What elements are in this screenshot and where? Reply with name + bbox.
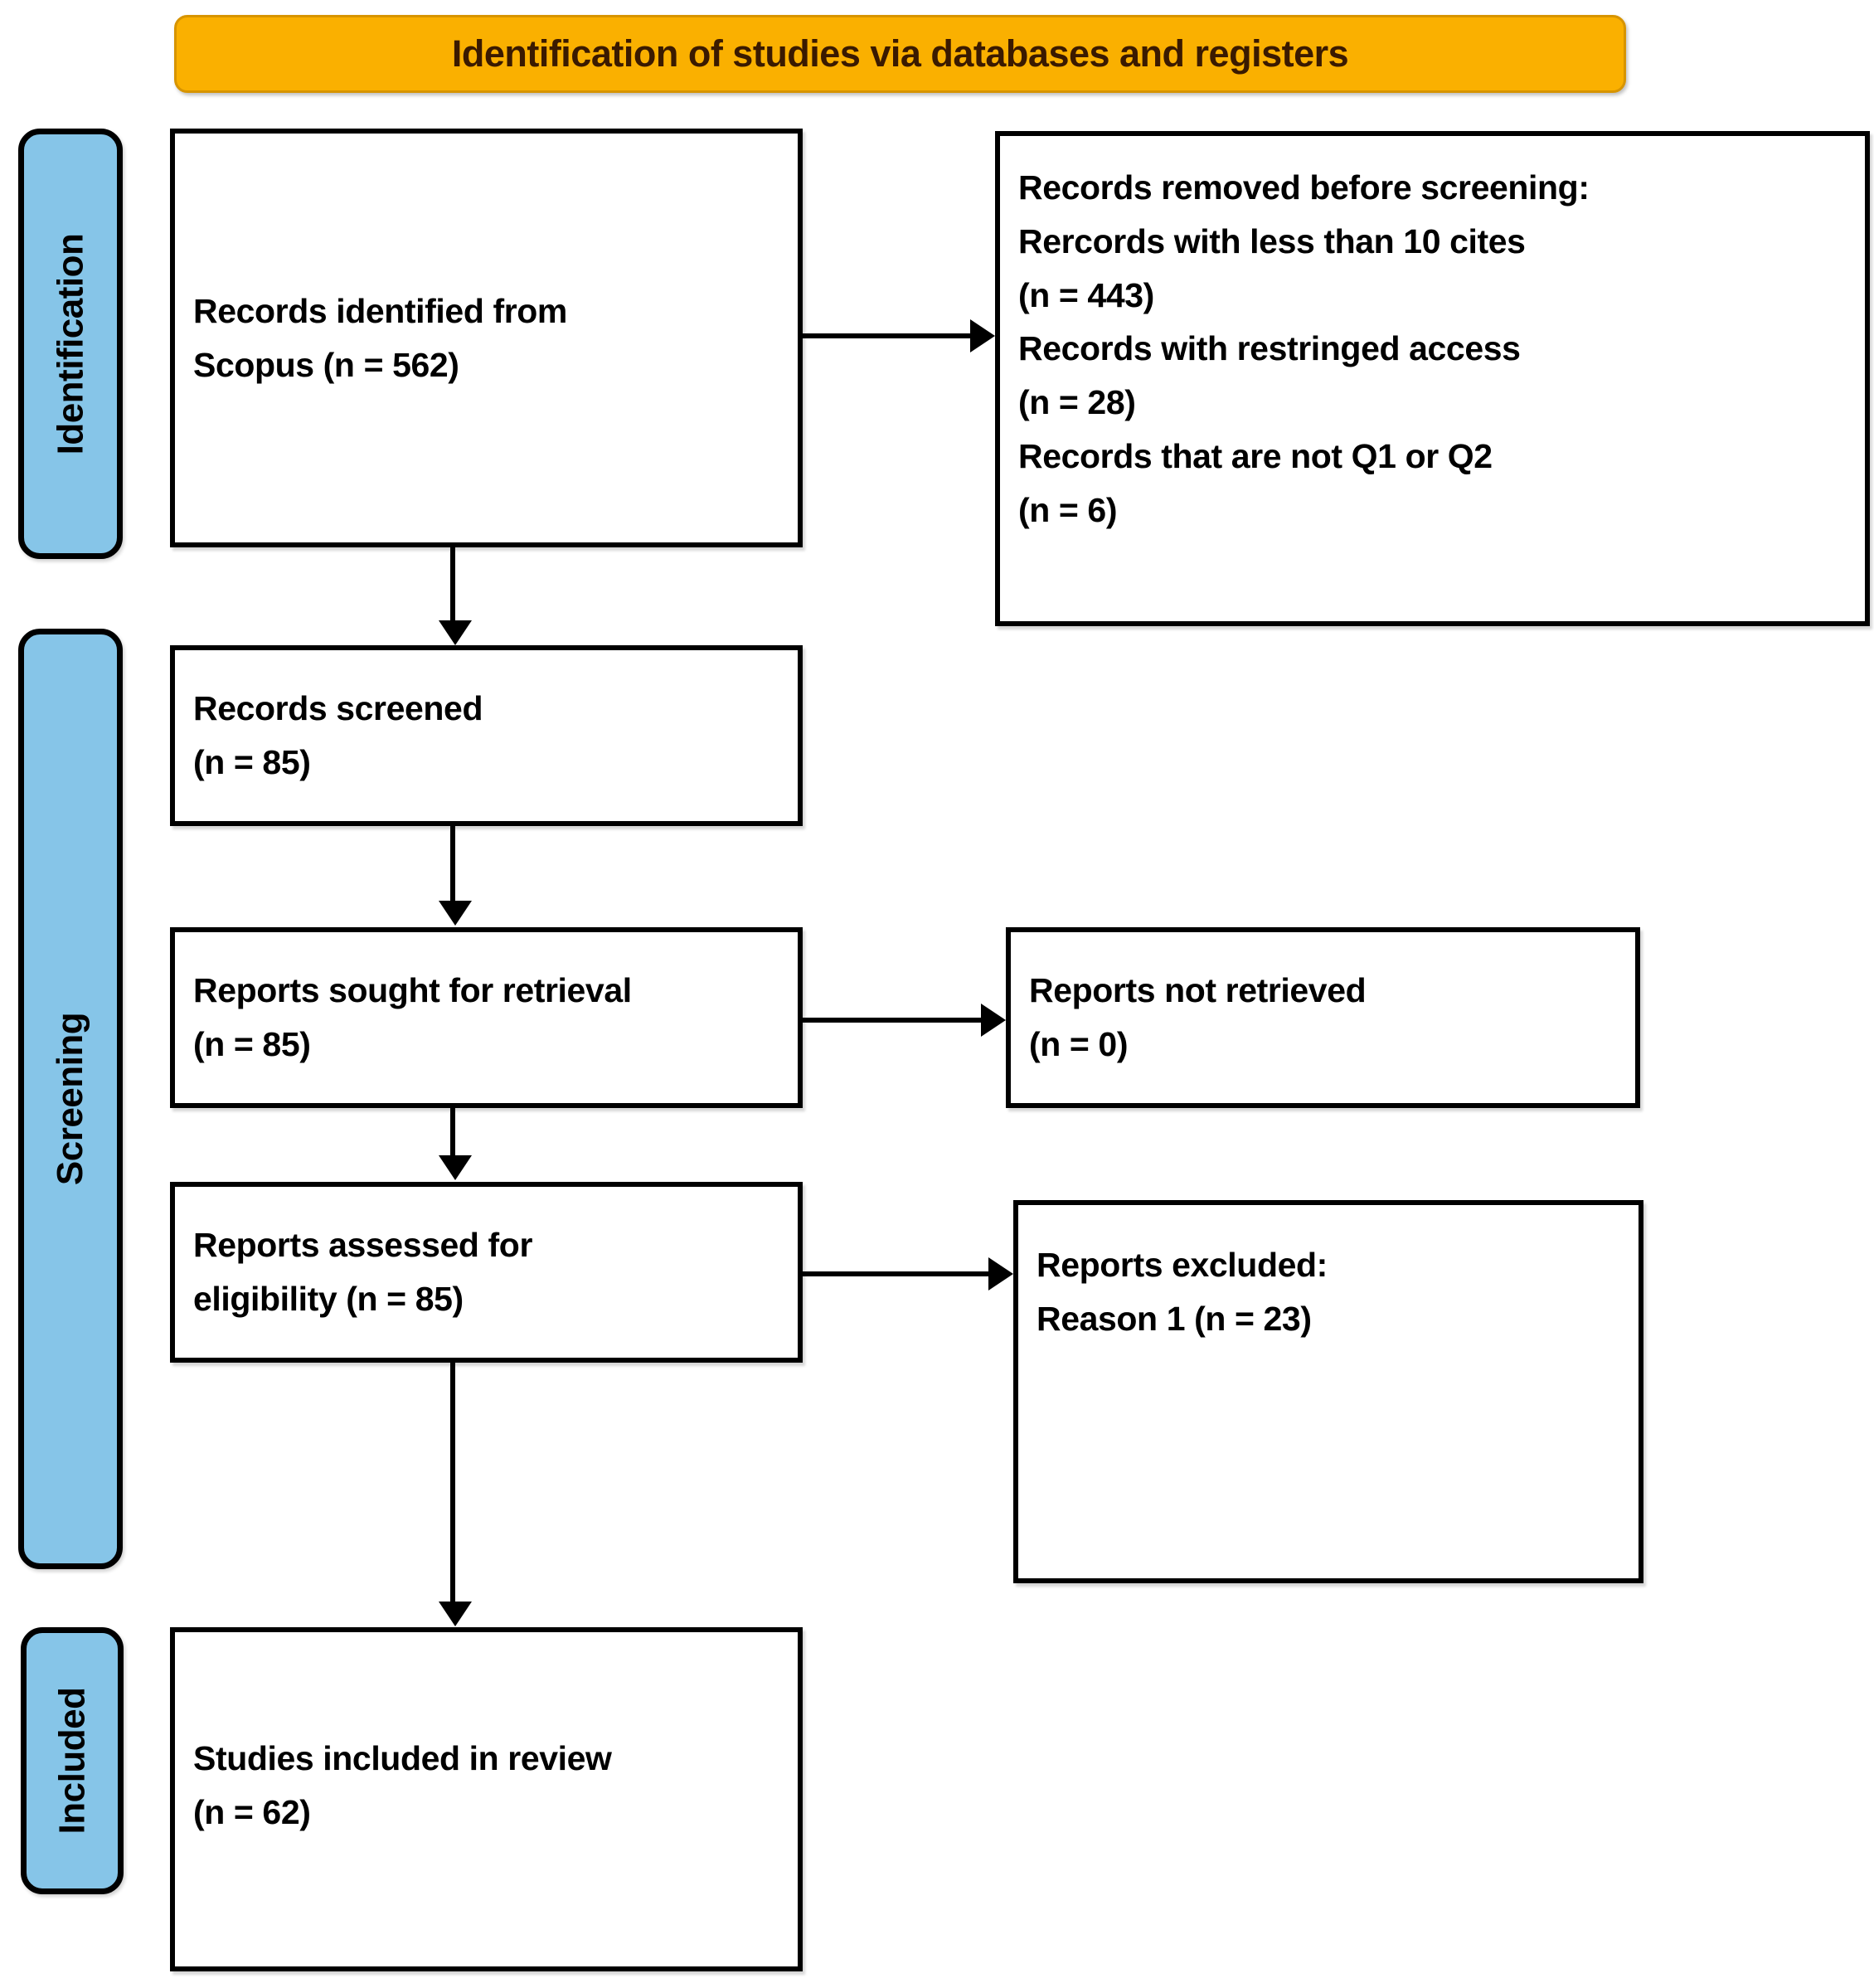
box-records-removed: Records removed before screening: Rercor… [995,131,1870,626]
connector-assessed-to-excluded [803,1271,988,1276]
stage-label-included-text: Included [51,1687,92,1835]
box-reports-assessed-content: Reports assessed for eligibility (n = 85… [193,1187,779,1358]
arrow-down-icon [439,901,472,926]
connector-sought-to-assessed [450,1108,455,1155]
box-line: Rercords with less than 10 cites [1018,221,1526,260]
box-line: Records removed before screening: [1018,168,1590,207]
connector-assessed-to-included [450,1363,455,1602]
box-line: Reason 1 (n = 23) [1037,1299,1312,1338]
box-line: (n = 6) [1018,490,1118,529]
box-line: (n = 85) [193,743,311,781]
box-reports-sought-content: Reports sought for retrieval (n = 85) [193,932,779,1103]
stage-label-screening-text: Screening [50,1012,90,1186]
box-line: Reports excluded: [1037,1246,1328,1284]
box-reports-sought-for-retrieval: Reports sought for retrieval (n = 85) [170,927,803,1108]
box-line: Records with restringed access [1018,329,1521,368]
box-studies-included-content: Studies included in review (n = 62) [193,1632,779,1988]
box-line: (n = 28) [1018,383,1136,422]
arrow-down-icon [439,1602,472,1626]
box-line: Studies included in review [193,1739,612,1777]
arrow-down-icon [439,620,472,645]
arrow-right-icon [981,1004,1006,1037]
connector-identified-to-removed [803,333,970,338]
connector-screened-to-sought [450,826,455,901]
box-line: Reports sought for retrieval [193,971,632,1010]
arrow-right-icon [970,319,995,352]
stage-label-screening: Screening [18,629,123,1569]
box-line: (n = 443) [1018,275,1154,314]
box-line: (n = 85) [193,1025,311,1063]
box-line: Records screened [193,689,483,728]
diagram-title: Identification of studies via databases … [451,32,1349,75]
box-studies-included-in-review: Studies included in review (n = 62) [170,1627,803,1971]
stage-label-identification: Identification [18,129,123,559]
box-reports-not-retrieved: Reports not retrieved (n = 0) [1006,927,1640,1108]
box-line: (n = 0) [1029,1025,1129,1063]
box-line: Reports assessed for [193,1226,533,1265]
box-line: Records identified from [193,291,567,330]
stage-label-included: Included [21,1627,124,1894]
box-line: (n = 62) [193,1792,311,1831]
box-records-screened-content: Records screened (n = 85) [193,650,779,821]
box-line: eligibility (n = 85) [193,1280,464,1318]
box-reports-not-retrieved-content: Reports not retrieved (n = 0) [1029,932,1617,1103]
box-records-identified-content: Records identified from Scopus (n = 562) [193,134,779,542]
stage-label-identification-text: Identification [50,233,90,454]
box-reports-excluded-content: Reports excluded: Reason 1 (n = 23) [1037,1205,1620,1611]
connector-sought-to-not-retrieved [803,1018,981,1023]
box-line: Records that are not Q1 or Q2 [1018,436,1493,475]
box-line: Reports not retrieved [1029,971,1367,1010]
box-reports-excluded: Reports excluded: Reason 1 (n = 23) [1013,1200,1643,1583]
box-records-removed-content: Records removed before screening: Rercor… [1018,136,1847,646]
box-line: Scopus (n = 562) [193,345,459,384]
diagram-header-banner: Identification of studies via databases … [174,15,1626,93]
box-reports-assessed-for-eligibility: Reports assessed for eligibility (n = 85… [170,1182,803,1363]
box-records-screened: Records screened (n = 85) [170,645,803,826]
box-records-identified: Records identified from Scopus (n = 562) [170,129,803,547]
arrow-down-icon [439,1155,472,1180]
arrow-right-icon [988,1257,1013,1290]
connector-identified-to-screened [450,547,455,624]
